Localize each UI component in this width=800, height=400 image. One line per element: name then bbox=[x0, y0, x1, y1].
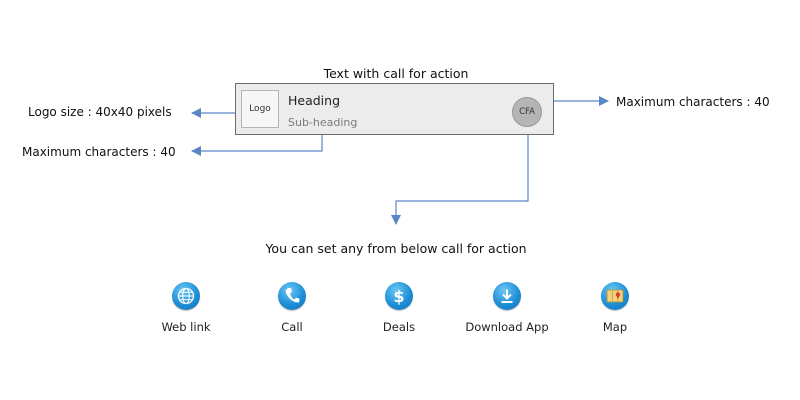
download-icon bbox=[493, 282, 521, 310]
banner-heading: Heading bbox=[288, 93, 341, 108]
cfa-option-web-link[interactable]: Web link bbox=[126, 282, 246, 334]
banner-subheading: Sub-heading bbox=[288, 116, 358, 129]
subheading-arrow bbox=[191, 135, 323, 156]
cfa-option-download-app[interactable]: Download App bbox=[447, 282, 567, 334]
cfa-option-label: Map bbox=[602, 320, 628, 334]
cfa-option-label: Call bbox=[281, 320, 303, 334]
subheading-max-note: Maximum characters : 40 bbox=[22, 145, 176, 159]
phone-icon bbox=[278, 282, 306, 310]
diagram-title: Text with call for action bbox=[323, 66, 469, 81]
globe-icon bbox=[172, 282, 200, 310]
heading-max-note: Maximum characters : 40 bbox=[616, 95, 770, 109]
cfa-option-call[interactable]: Call bbox=[232, 282, 352, 334]
cfa-button[interactable]: CFA bbox=[512, 97, 542, 127]
cfa-option-label: Deals bbox=[382, 320, 416, 334]
cfa-option-map[interactable]: Map bbox=[555, 282, 675, 334]
cfa-option-label: Web link bbox=[161, 320, 211, 334]
logo-size-note: Logo size : 40x40 pixels bbox=[28, 105, 172, 119]
banner-preview: Logo Heading Sub-heading CFA bbox=[235, 83, 554, 135]
map-icon bbox=[601, 282, 629, 310]
cfa-option-label: Download App bbox=[465, 320, 549, 334]
cfa-option-deals[interactable]: $ Deals bbox=[339, 282, 459, 334]
options-title: You can set any from below call for acti… bbox=[265, 241, 527, 256]
cfa-arrow bbox=[391, 126, 529, 225]
logo-placeholder: Logo bbox=[241, 90, 279, 128]
dollar-icon: $ bbox=[385, 282, 413, 310]
